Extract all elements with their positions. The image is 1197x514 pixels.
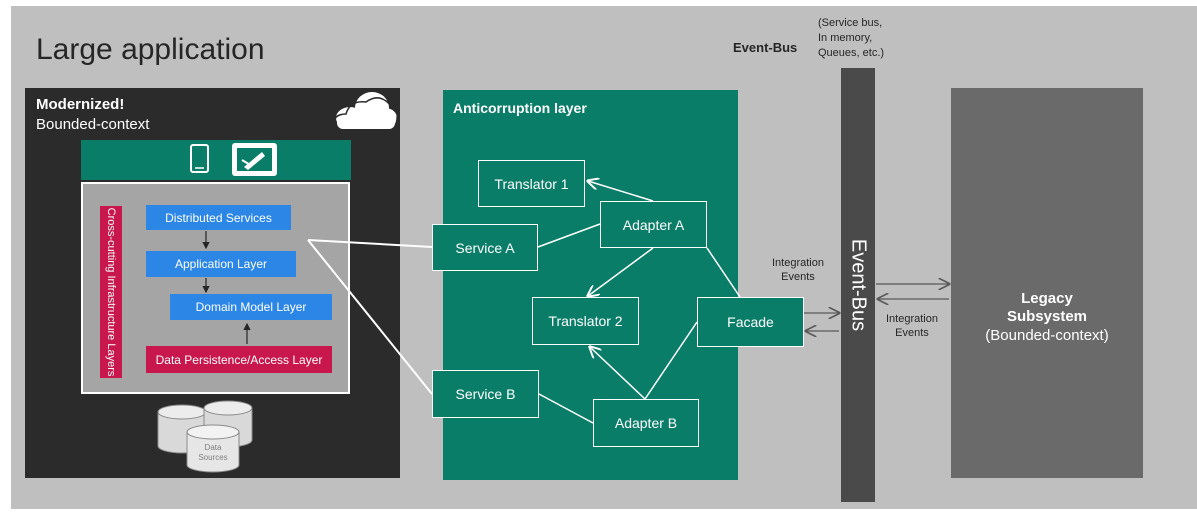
cross-cutting-label: Cross-cutting Infrastructure Layers [105, 207, 117, 377]
legacy-title-line2: Subsystem [1006, 308, 1088, 325]
service-a-node: Service A [432, 224, 538, 271]
legacy-title-line1: Legacy [1021, 290, 1073, 307]
event-bus-note-line3: Queues, etc.) [818, 47, 885, 59]
event-bus-label: Event-Bus [733, 40, 798, 55]
adapter-b-node: Adapter B [593, 399, 699, 447]
integration-events-right: Integration Events [886, 313, 938, 339]
integration-events-left: Integration Events [772, 257, 824, 283]
event-bus-note-line2: In memory, [818, 32, 873, 44]
legacy-title: Legacy Subsystem [951, 290, 1143, 326]
anticorruption-title: Anticorruption layer [453, 100, 587, 116]
data-persistence-layer: Data Persistence/Access Layer [146, 346, 332, 373]
device-bar [81, 140, 351, 180]
domain-model-layer: Domain Model Layer [170, 294, 332, 320]
modernized-title: Modernized! [36, 96, 125, 113]
legacy-subsystem [951, 88, 1143, 478]
distributed-services-layer: Distributed Services [146, 205, 291, 230]
data-sources-label: Data Sources [198, 443, 228, 462]
modernized-subtitle: Bounded-context [36, 116, 150, 133]
event-bus-note-line1: (Service bus, [818, 17, 883, 29]
cross-cutting-infrastructure-layers: Cross-cutting Infrastructure Layers [100, 206, 122, 378]
legacy-subtitle: (Bounded-context) [985, 327, 1109, 344]
event-bus-note: (Service bus, In memory, Queues, etc.) [818, 16, 884, 61]
adapter-a-node: Adapter A [600, 201, 707, 248]
translator-1-node: Translator 1 [478, 160, 585, 207]
diagram-title: Large application [36, 33, 265, 66]
application-layer: Application Layer [146, 251, 296, 277]
event-bus-bar: Event-Bus [841, 68, 875, 502]
translator-2-node: Translator 2 [532, 297, 639, 345]
facade-node: Facade [697, 297, 804, 347]
service-b-node: Service B [432, 370, 539, 418]
event-bus-bar-text: Event-Bus [847, 238, 870, 332]
